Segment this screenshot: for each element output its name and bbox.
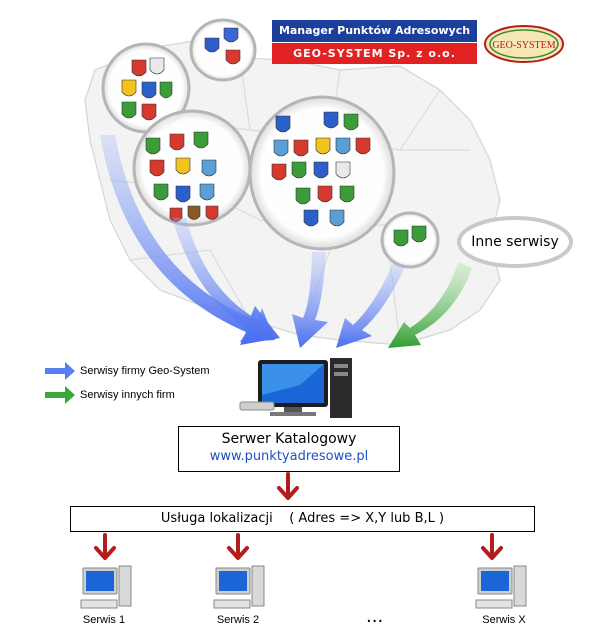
bubble-small-top	[189, 18, 257, 82]
logo-text: GEO-SYSTEM	[492, 40, 555, 51]
client-computer-icon-1	[80, 565, 132, 609]
client-label-2: Serwis 2	[216, 614, 260, 626]
legend-other-firms: Serwisy innych firm	[80, 389, 175, 401]
title-banner: Manager Punktów Adresowych GEO-SYSTEM Sp…	[272, 20, 477, 64]
geo-system-logo-graphic: GEO-SYSTEM	[484, 25, 564, 63]
server-title: Serwer Katalogowy	[221, 431, 357, 447]
client-computer-icon-x	[475, 565, 527, 609]
client-computer-icon-2	[213, 565, 265, 609]
legend-geo-system: Serwisy firmy Geo-System	[80, 365, 210, 377]
client-label-1: Serwis 1	[82, 614, 126, 626]
more-clients-ellipsis: ...	[366, 606, 384, 627]
client-label-x: Serwis X	[482, 614, 526, 626]
green-arrow	[388, 262, 472, 348]
banner-title: Manager Punktów Adresowych	[272, 20, 477, 42]
red-arrows	[94, 472, 503, 560]
bubble-inne-serwisy	[457, 216, 573, 268]
bubble-east	[380, 211, 440, 269]
coat-of-arms-group	[121, 27, 427, 247]
inne-serwisy-label: Inne serwisy	[471, 234, 559, 250]
banner-company: GEO-SYSTEM Sp. z o.o.	[272, 43, 477, 64]
blue-arrows	[100, 135, 405, 348]
location-service-box: Usługa lokalizacji ( Adres => X,Y lub B,…	[70, 506, 535, 532]
server-url-link[interactable]: www.punktyadresowe.pl	[209, 449, 369, 464]
server-computer-icon	[239, 358, 352, 418]
server-catalog-box: Serwer Katalogowy www.punktyadresowe.pl	[178, 426, 400, 472]
geo-system-logo: GEO-SYSTEM	[483, 24, 565, 64]
legend-arrows	[45, 362, 75, 404]
